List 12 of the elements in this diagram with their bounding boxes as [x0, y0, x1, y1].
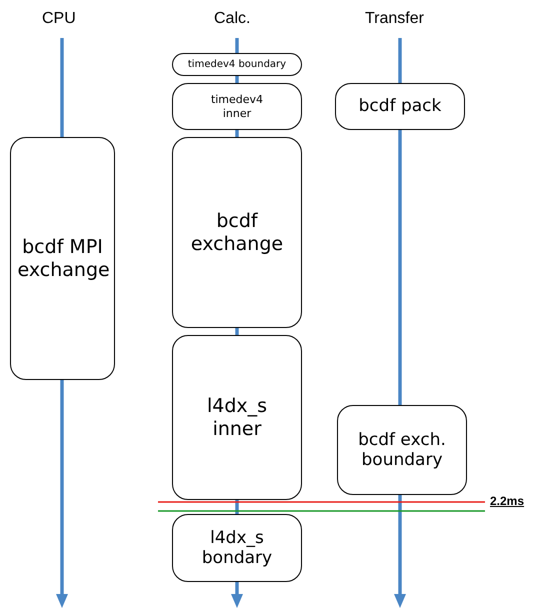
time-label: 2.2ms: [490, 494, 524, 508]
lane-title: Calc.: [214, 10, 250, 28]
lane-title: Transfer: [365, 10, 424, 28]
process-box: bcdf exch. boundary: [337, 405, 467, 495]
process-box: bcdf pack: [335, 83, 465, 130]
process-box: l4dx_s bondary: [172, 514, 302, 582]
lane-title: CPU: [42, 10, 76, 28]
process-box: timedev4 boundary: [172, 53, 302, 76]
process-box: timedev4 inner: [172, 83, 302, 130]
process-box: bcdf MPI exchange: [10, 137, 115, 380]
process-box: l4dx_s inner: [172, 335, 302, 500]
process-box: bcdf exchange: [172, 137, 302, 328]
